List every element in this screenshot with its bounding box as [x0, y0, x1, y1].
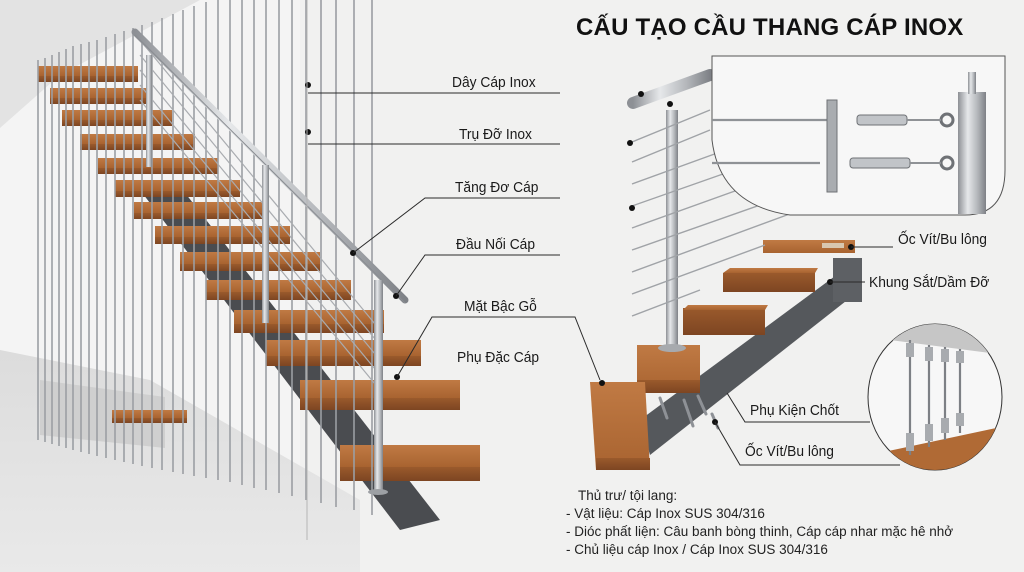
- label-tang-do-cap: Tăng Đơ Cáp: [455, 179, 539, 196]
- callout-lines-left: [306, 0, 601, 540]
- inox-post: [666, 110, 678, 348]
- label-phu-kien-chot: Phụ Kiện Chốt: [750, 402, 839, 419]
- notes-line: - Vật liệu: Cáp Inox SUS 304/316: [566, 506, 765, 521]
- label-oc-vit-bu-long-top: Ốc Vít/Bu lông: [898, 231, 987, 248]
- vertical-cable-detail-inset: [860, 323, 1003, 471]
- notes-heading: Thủ trư/ tội lang:: [578, 488, 678, 503]
- notes-line: - Chủ liệu cáp Inox / Cáp Inox SUS 304/3…: [566, 542, 828, 557]
- page-title: CẤU TẠO CẦU THANG CÁP INOX: [576, 14, 964, 41]
- inox-post: [262, 165, 269, 323]
- inox-post: [146, 55, 152, 167]
- label-oc-vit-bu-long-bottom: Ốc Vít/Bu lông: [745, 443, 834, 460]
- handrail: [627, 69, 716, 109]
- diagonal-cables: [139, 39, 381, 391]
- notes-block: Thủ trư/ tội lang: - Vật liệu: Cáp Inox …: [566, 487, 953, 559]
- label-khung-sat-dam-do: Khung Sắt/Dầm Đỡ: [869, 274, 990, 291]
- handrail: [131, 28, 409, 304]
- main-staircase-scene: [0, 0, 480, 572]
- callout-lines-right: [714, 246, 893, 466]
- turnbuckle-detail-inset: [711, 55, 1006, 216]
- label-dau-noi-cap: Đầu Nối Cáp: [456, 236, 536, 253]
- notes-line: - Dióc phất liện: Câu banh bòng thinh, C…: [566, 524, 954, 539]
- label-phu-dac-cap: Phụ Đặc Cáp: [457, 349, 540, 366]
- inox-post: [374, 280, 383, 492]
- label-mat-bac-go: Mặt Bậc Gỗ: [464, 298, 537, 315]
- label-tru-do-inox: Trụ Đỡ Inox: [459, 126, 532, 143]
- exploded-stair-scene: [590, 69, 862, 470]
- exploded-treads: [590, 240, 855, 470]
- label-day-cap-inox: Dây Cáp Inox: [452, 74, 536, 91]
